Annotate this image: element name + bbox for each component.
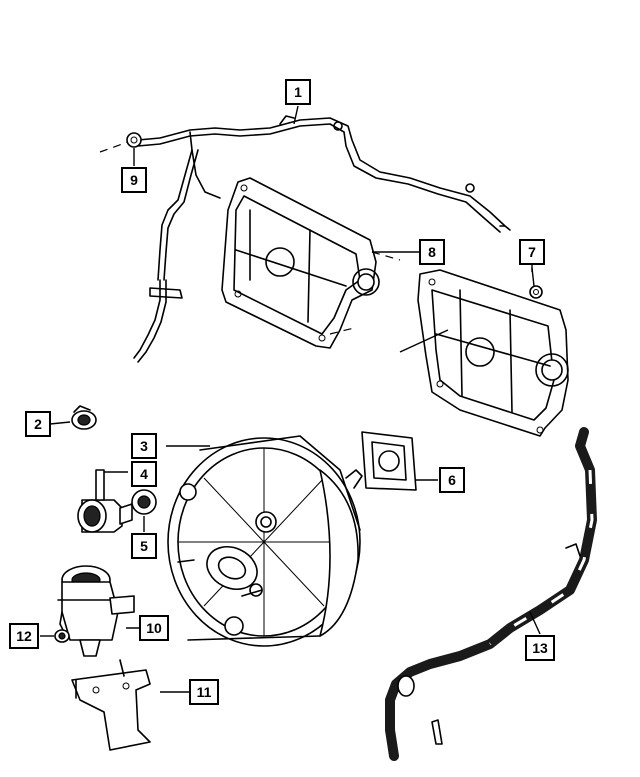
callout-9-label: 9 — [130, 172, 138, 188]
callout-3-label: 3 — [140, 438, 148, 454]
clamp-part-2 — [49, 405, 97, 430]
callout-1: 1 — [285, 79, 311, 105]
callout-13: 13 — [525, 635, 555, 661]
brake-booster-part-3 — [166, 435, 363, 647]
nut-part-9 — [99, 132, 142, 166]
callout-6-label: 6 — [448, 472, 456, 488]
callout-9: 9 — [121, 167, 147, 193]
callout-8: 8 — [419, 239, 445, 265]
check-valve-part-4 — [77, 469, 133, 533]
callout-1-label: 1 — [294, 84, 302, 100]
callout-5: 5 — [131, 533, 157, 559]
callout-10-label: 10 — [146, 620, 162, 636]
callout-12-label: 12 — [16, 628, 32, 644]
callout-13-label: 13 — [532, 640, 548, 656]
callout-2-label: 2 — [34, 416, 42, 432]
vacuum-harness-part — [133, 115, 511, 363]
nut-part-7 — [529, 267, 543, 299]
bracket-part-7 — [399, 269, 569, 437]
grommet-part-5 — [131, 489, 157, 532]
mounting-bracket-part-11 — [71, 659, 190, 751]
vacuum-pump-part-10 — [57, 565, 146, 657]
callout-12: 12 — [9, 623, 39, 649]
bracket-part-8 — [221, 177, 401, 349]
callout-4: 4 — [131, 461, 157, 487]
callout-6: 6 — [439, 467, 465, 493]
callout-7-label: 7 — [528, 244, 536, 260]
callout-10: 10 — [139, 615, 169, 641]
fastener-part-12 — [40, 629, 70, 643]
callout-5-label: 5 — [140, 538, 148, 554]
callout-7: 7 — [519, 239, 545, 265]
callout-8-label: 8 — [428, 244, 436, 260]
callout-2: 2 — [25, 411, 51, 437]
callout-11-label: 11 — [197, 684, 212, 700]
callout-3: 3 — [131, 433, 157, 459]
callout-4-label: 4 — [140, 466, 148, 482]
gasket-part-6 — [361, 431, 438, 491]
vacuum-hose-part-13 — [385, 427, 597, 761]
callout-11: 11 — [189, 679, 219, 705]
